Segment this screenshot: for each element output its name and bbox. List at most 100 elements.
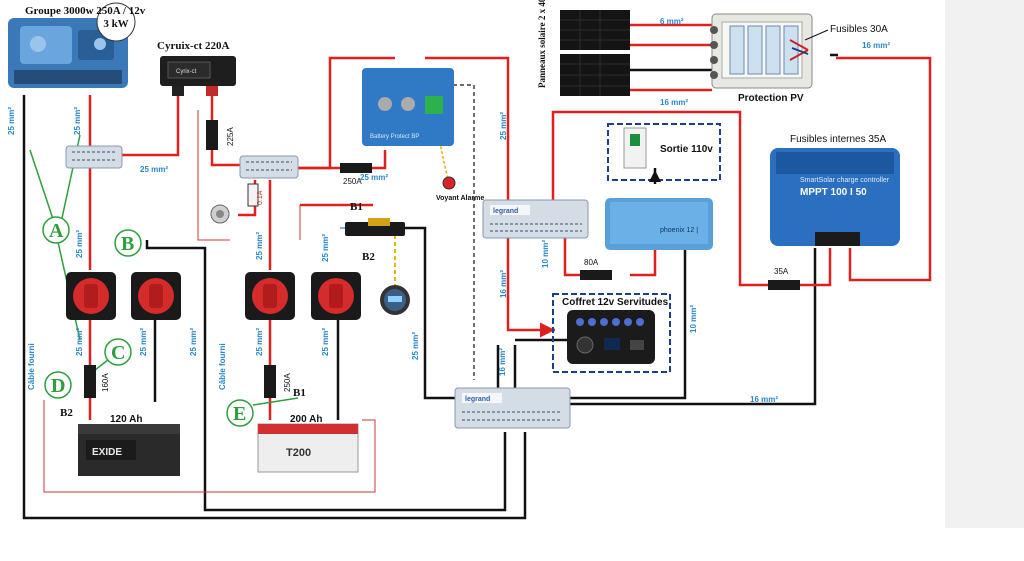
cable-label: 25 mm² (499, 112, 508, 140)
solar-panels (560, 10, 630, 96)
battery-120ah-brand: EXIDE (92, 447, 122, 458)
legrand-label-bottom: legrand (465, 396, 490, 403)
coffret-box (552, 293, 671, 373)
cable-label: 16 mm² (750, 395, 778, 404)
legrand-label-top: legrand (493, 208, 518, 215)
battery-switch-1 (66, 272, 116, 320)
fuse-160a (84, 365, 96, 398)
breaker-110v (623, 127, 647, 169)
battery-monitor (380, 285, 410, 315)
fuse-35a-label: 35A (774, 267, 789, 276)
kw-label: 3 kW (103, 18, 128, 30)
coffret-label: Coffret 12v Servitudes (562, 297, 669, 308)
protection-pv-label: Protection PV (738, 93, 804, 104)
b2-label-shunt: B2 (362, 251, 375, 263)
fuse-0-1a-label: 0.1A (257, 190, 264, 205)
battery-switch-4 (311, 272, 361, 320)
fuse-80a (580, 270, 612, 280)
mppt-model: MPPT 100 I 50 (800, 187, 867, 198)
battery-200ah-label: 200 Ah (290, 414, 322, 425)
marker-c: C (104, 338, 132, 366)
fuse-0-1a (247, 183, 259, 207)
sortie-box (607, 123, 721, 181)
cable-label: 10 mm² (689, 305, 698, 333)
fuse-250a-bp-label: 250A (343, 177, 362, 186)
fuse-35a (768, 280, 800, 290)
cable-fourni-label-2: Câble fourni (218, 343, 227, 390)
generator-title: Groupe 3000w 250A / 12v (25, 5, 146, 17)
cyrix-label: Cyruix-ct 220A (157, 40, 229, 52)
solar-panels-label: Panneaux solaire 2 x 400 W en // (537, 0, 547, 88)
fuses-30a-label: Fusibles 30A (830, 24, 888, 35)
battery-switch-3 (245, 272, 295, 320)
cable-label: 25 mm² (411, 332, 420, 360)
cable-label: 16 mm² (862, 41, 890, 50)
fuse-160a-label: 160A (101, 373, 110, 392)
cable-label: 16 mm² (499, 270, 508, 298)
svg-text:E: E (233, 403, 246, 425)
cable-label: 25 mm² (360, 173, 388, 182)
cable-label: 16 mm² (498, 348, 507, 376)
cable-fourni-label-1: Câble fourni (27, 343, 36, 390)
inverter-model: phoenix 12 | (660, 227, 698, 234)
svg-text:B: B (121, 233, 134, 255)
battery-120ah-label: 120 Ah (110, 414, 142, 425)
battery-120ah: EXIDE (78, 424, 180, 476)
shunt (345, 218, 405, 236)
cable-label: 16 mm² (660, 98, 688, 107)
thin-red-lines (43, 110, 376, 493)
fuse-250a-battery-label: 250A (283, 373, 292, 392)
cable-label: 25 mm² (255, 232, 264, 260)
b2-label-left: B2 (60, 407, 73, 419)
kw-badge (96, 2, 136, 42)
cable-label: 25 mm² (139, 328, 148, 356)
marker-d: D (44, 371, 72, 399)
b1-label-shunt: B1 (350, 201, 363, 213)
fuse-250a-battery (264, 365, 276, 398)
cable-label: 25 mm² (73, 107, 82, 135)
cable-label: 25 mm² (321, 234, 330, 262)
positive-wires (88, 23, 932, 420)
alarm-dashed-wire (434, 84, 475, 380)
switch-panel (567, 310, 655, 364)
fuse-250a-bp (340, 163, 372, 173)
svg-text:C: C (111, 342, 125, 364)
battery-protect-device: Battery Protect BP (362, 68, 454, 146)
busbar-1 (65, 145, 123, 169)
alarm-led (442, 176, 456, 190)
mppt-brand: SmartSolar charge controller (800, 177, 890, 184)
cable-label: 6 mm² (660, 17, 684, 26)
cable-label: 25 mm² (189, 328, 198, 356)
cyrix-device: Cyrix-ct (160, 56, 236, 96)
cable-label: 10 mm² (541, 240, 550, 268)
fuse-80a-label: 80A (584, 258, 599, 267)
busbar-2 (239, 155, 299, 179)
battery-protect-label: Battery Protect BP (370, 134, 419, 140)
fuse-225a (206, 120, 218, 150)
sortie-label: Sortie 110v (660, 144, 713, 155)
inverter-phoenix: phoenix 12 | (605, 198, 713, 250)
svg-text:D: D (51, 375, 65, 397)
svg-text:A: A (49, 220, 64, 242)
cable-label: 25 mm² (75, 328, 84, 356)
cable-label: 25 mm² (255, 328, 264, 356)
ignition-switch (210, 204, 230, 224)
right-margin-strip (945, 0, 1024, 528)
mppt-controller: SmartSolar charge controller MPPT 100 I … (770, 148, 900, 246)
pv-protection-box (710, 13, 813, 89)
generator-image (8, 18, 128, 88)
marker-a: A (42, 216, 70, 244)
battery-200ah-model: T200 (286, 447, 311, 459)
fuse-225a-label: 225A (226, 127, 235, 146)
cable-label: 25 mm² (140, 165, 168, 174)
internal-fuses-label: Fusibles internes 35A (790, 134, 886, 145)
battery-200ah: T200 (257, 423, 359, 473)
cable-label: 25 mm² (75, 230, 84, 258)
b1-label-battery: B1 (293, 387, 306, 399)
voyant-label: Voyant Alarme (436, 195, 484, 202)
cable-label: 25 mm² (321, 328, 330, 356)
marker-e: E (226, 399, 254, 427)
cable-label: 25 mm² (7, 107, 16, 135)
busbar-legrand-top: legrand (482, 199, 589, 239)
